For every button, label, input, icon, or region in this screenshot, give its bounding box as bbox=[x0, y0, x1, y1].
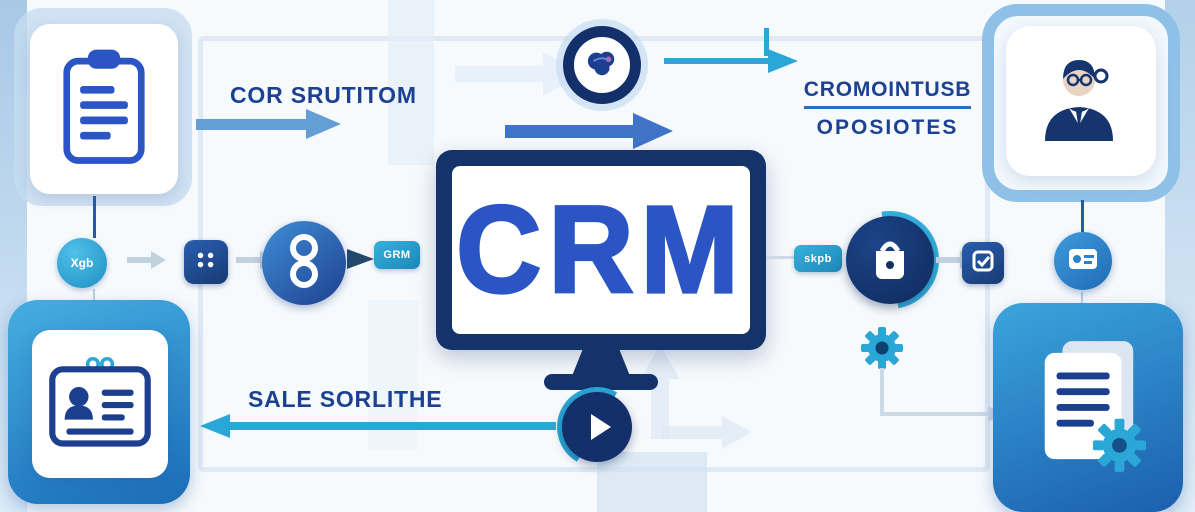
background-band-bottom-center bbox=[597, 452, 707, 512]
watermark-arrow-right-bottom bbox=[662, 416, 752, 449]
bag-circle bbox=[846, 216, 934, 304]
watermark-arrow-up bbox=[640, 345, 680, 439]
play-circle bbox=[562, 392, 632, 462]
arrow-center-right bbox=[505, 113, 673, 149]
figure-eight-icon bbox=[282, 232, 326, 295]
connector-left-card-lower bbox=[93, 289, 95, 307]
app-grid-icon bbox=[195, 249, 217, 276]
gradient-circle bbox=[262, 221, 346, 305]
label-top-left: COR SRUTITOM bbox=[230, 82, 417, 108]
monitor-screen: CRM bbox=[452, 166, 750, 334]
document-gear-icon bbox=[1029, 335, 1147, 480]
label-block-top-right: CROMOINTUSB OPOSIOTES bbox=[800, 78, 975, 140]
grm-tag: GRM bbox=[374, 241, 420, 269]
checkbox-square bbox=[962, 242, 1004, 284]
brain-icon bbox=[583, 47, 621, 84]
card-bottom-left bbox=[32, 330, 168, 478]
xgb-label: Xgb bbox=[70, 256, 94, 270]
brain-circle bbox=[563, 26, 641, 104]
grm-label: GRM bbox=[383, 249, 411, 261]
teal-connector-vertical bbox=[764, 28, 769, 56]
label-top-right-line1: CROMOINTUSB bbox=[803, 78, 972, 109]
watermark-arrow-right-top bbox=[455, 52, 583, 96]
contact-circle bbox=[1054, 232, 1112, 290]
xgb-circle: Xgb bbox=[57, 238, 107, 288]
gray-arrow-1 bbox=[127, 251, 166, 269]
light-path-to-bottom-right bbox=[880, 368, 1004, 422]
shopping-bag-icon bbox=[868, 235, 912, 286]
arrow-teal-top-right bbox=[664, 49, 798, 73]
connector-monitor-right bbox=[766, 256, 794, 259]
connector-right-card bbox=[1081, 200, 1084, 232]
monitor-stand-neck bbox=[572, 350, 630, 376]
card-top-right bbox=[1006, 26, 1156, 176]
monitor-stand-base bbox=[544, 374, 658, 390]
skpb-tag: skpb bbox=[794, 245, 842, 272]
card-top-left bbox=[30, 24, 178, 194]
contact-card-icon bbox=[1068, 246, 1098, 277]
businessperson-icon bbox=[1031, 49, 1131, 154]
tile-bottom-right bbox=[993, 303, 1183, 512]
label-top-right-line2: OPOSIOTES bbox=[816, 116, 959, 139]
skpb-label: skpb bbox=[804, 252, 832, 265]
contacts-book-icon bbox=[47, 355, 153, 454]
arrow-top-left-right bbox=[196, 109, 341, 139]
connector-left-card bbox=[93, 196, 96, 238]
connector-right-card-lower bbox=[1081, 292, 1083, 312]
play-icon bbox=[590, 414, 611, 440]
app-square bbox=[184, 240, 228, 284]
gear-icon bbox=[860, 326, 904, 375]
arrow-teal-left bbox=[200, 414, 556, 438]
label-bottom-left: SALE SORLITHE bbox=[248, 386, 443, 412]
clipboard-icon bbox=[61, 46, 147, 173]
crm-title: CRM bbox=[455, 180, 746, 320]
checkbox-icon bbox=[971, 249, 995, 278]
navy-arrow-to-monitor bbox=[347, 249, 374, 269]
background-band-center-top bbox=[388, 0, 434, 165]
